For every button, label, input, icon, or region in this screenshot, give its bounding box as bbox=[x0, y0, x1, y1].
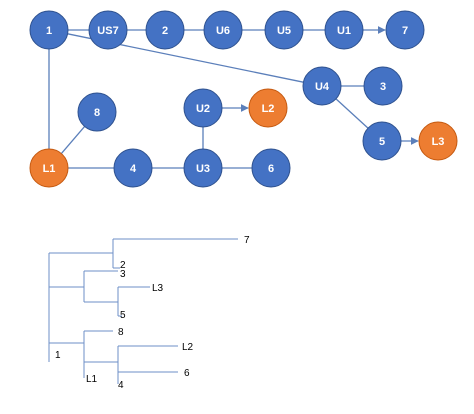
node-label: 5 bbox=[379, 136, 385, 148]
node-circle bbox=[183, 88, 223, 128]
node-circle bbox=[113, 148, 153, 188]
node-label: L3 bbox=[432, 136, 445, 148]
tree-leaf-label-l3: L3 bbox=[152, 283, 164, 294]
node-circle bbox=[145, 10, 185, 50]
graph-node-8: 8 bbox=[77, 92, 117, 132]
tree-leaf-label-4: 4 bbox=[118, 380, 124, 391]
tree-leaf-label-6: 6 bbox=[184, 368, 190, 379]
graph-node-u4: U4 bbox=[302, 66, 342, 106]
tree-leaf-label-5: 5 bbox=[120, 310, 126, 321]
node-label: U1 bbox=[337, 25, 351, 37]
node-circle bbox=[251, 148, 291, 188]
tree-leaf-label-l2: L2 bbox=[182, 342, 194, 353]
graph-node-u3: U3 bbox=[183, 148, 223, 188]
node-label: 3 bbox=[380, 81, 386, 93]
graph-node-l1: L1 bbox=[29, 148, 69, 188]
node-label: U6 bbox=[216, 25, 230, 37]
node-circle bbox=[29, 148, 69, 188]
node-label: 4 bbox=[130, 163, 137, 175]
graph-node-us7: US7 bbox=[88, 10, 128, 50]
node-circle bbox=[29, 10, 69, 50]
tree-leaf-label-l1: L1 bbox=[86, 374, 98, 385]
tree-leaf-label-7: 7 bbox=[244, 235, 250, 246]
tree-leaf-label-1: 1 bbox=[55, 350, 61, 361]
graph-node-1: 1 bbox=[29, 10, 69, 50]
graph-node-u6: U6 bbox=[203, 10, 243, 50]
node-label: 6 bbox=[268, 163, 274, 175]
graph-node-u1: U1 bbox=[324, 10, 364, 50]
edge-nL1-n8 bbox=[60, 126, 86, 154]
graph-node-4: 4 bbox=[113, 148, 153, 188]
graph-node-7: 7 bbox=[385, 10, 425, 50]
node-circle bbox=[363, 66, 403, 106]
node-circle bbox=[77, 92, 117, 132]
tree-leaf-label-2: 2 bbox=[120, 260, 126, 271]
node-label: L1 bbox=[43, 163, 56, 175]
node-label: U3 bbox=[196, 163, 210, 175]
node-label: US7 bbox=[97, 25, 118, 37]
graph-node-l3: L3 bbox=[418, 121, 458, 161]
node-label: U2 bbox=[196, 103, 210, 115]
node-circle bbox=[183, 148, 223, 188]
node-circle bbox=[418, 121, 458, 161]
node-circle bbox=[385, 10, 425, 50]
node-label: 2 bbox=[162, 25, 168, 37]
graph-node-2: 2 bbox=[145, 10, 185, 50]
node-circle bbox=[88, 10, 128, 50]
graph-node-l2: L2 bbox=[248, 88, 288, 128]
node-circle bbox=[203, 10, 243, 50]
node-circle bbox=[264, 10, 304, 50]
node-label: 1 bbox=[46, 25, 52, 37]
node-label: L2 bbox=[262, 103, 275, 115]
tree-leaf-label-8: 8 bbox=[118, 327, 124, 338]
graph-node-u2: U2 bbox=[183, 88, 223, 128]
node-circle bbox=[324, 10, 364, 50]
graph-node-u5: U5 bbox=[264, 10, 304, 50]
graph-node-5: 5 bbox=[362, 121, 402, 161]
node-label: U4 bbox=[315, 81, 330, 93]
node-circle bbox=[362, 121, 402, 161]
edge-nU4-n5 bbox=[335, 98, 369, 129]
node-circle bbox=[248, 88, 288, 128]
node-circle bbox=[302, 66, 342, 106]
node-label: U5 bbox=[277, 25, 291, 37]
node-label: 8 bbox=[94, 107, 100, 119]
graph-node-3: 3 bbox=[363, 66, 403, 106]
tree-leaf-label-3: 3 bbox=[120, 269, 126, 280]
graph-node-6: 6 bbox=[251, 148, 291, 188]
node-label: 7 bbox=[402, 25, 408, 37]
